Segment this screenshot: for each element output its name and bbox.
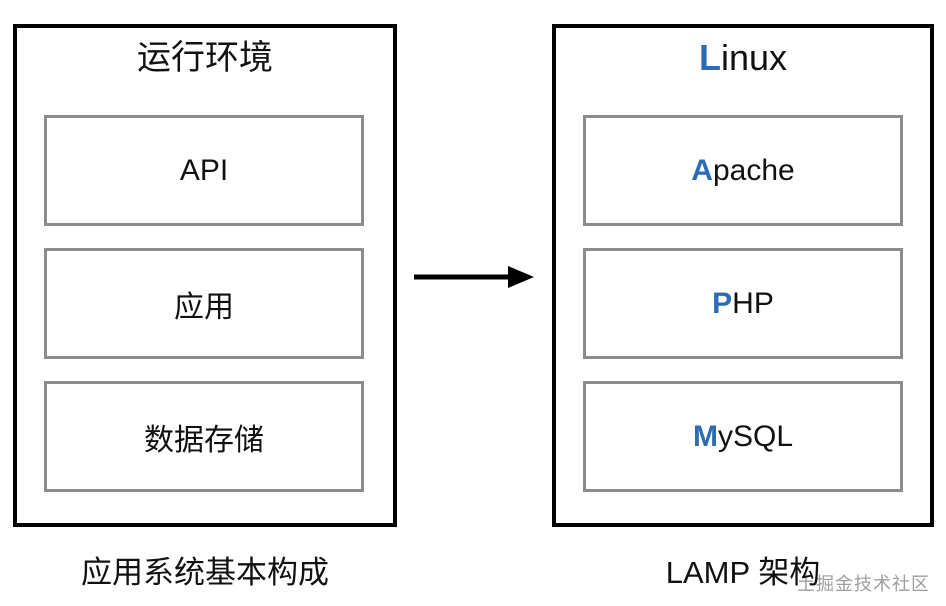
box-php-label-rest: HP	[732, 286, 774, 320]
right-panel-caption: LAMP 架构	[665, 555, 821, 590]
box-data-storage: 数据存储	[44, 381, 364, 492]
box-application-label: 应用	[174, 290, 234, 324]
box-apache-label-rest: pache	[712, 153, 795, 187]
box-application: 应用	[44, 248, 364, 359]
left-panel-boxes: API 应用 数据存储	[44, 115, 364, 492]
box-php-accent-letter: P	[712, 286, 733, 320]
left-panel-title: 运行环境	[137, 39, 273, 77]
box-mysql-label-rest: ySQL	[717, 419, 794, 453]
box-mysql-accent-letter: M	[692, 419, 718, 453]
box-data-storage-label: 数据存储	[144, 423, 264, 457]
left-panel-caption: 应用系统基本构成	[81, 555, 329, 590]
box-api-label: API	[179, 153, 229, 187]
box-apache-accent-letter: A	[691, 153, 713, 187]
right-panel-title-accent-letter: L	[698, 37, 721, 78]
left-panel-runtime-environment: 运行环境 API 应用 数据存储	[13, 24, 397, 527]
watermark: 土掘金技术社区	[797, 574, 930, 594]
right-panel-title-rest: inux	[720, 37, 788, 78]
box-api: API	[44, 115, 364, 226]
right-panel-title: Linux	[556, 38, 930, 78]
right-arrow-icon	[414, 266, 534, 288]
